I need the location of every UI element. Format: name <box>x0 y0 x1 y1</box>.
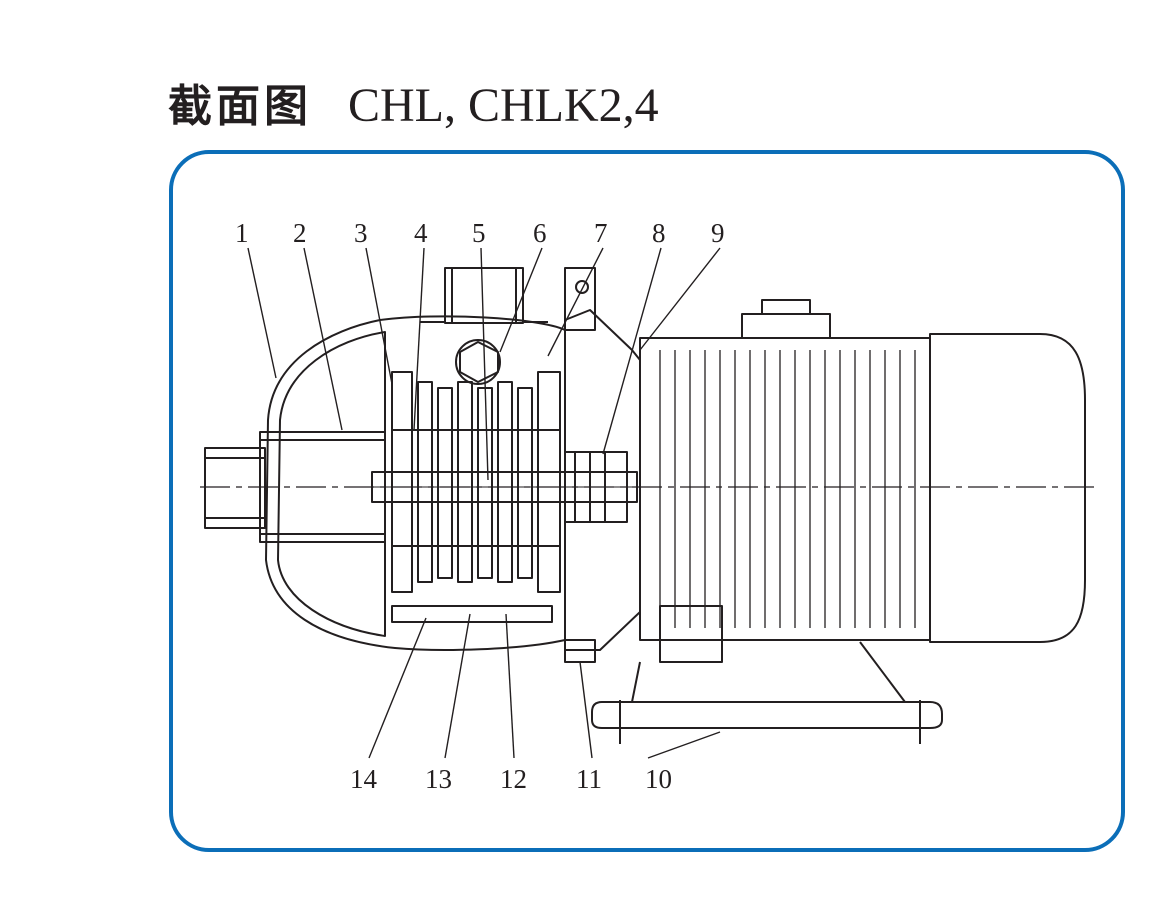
impeller-stack <box>391 371 561 593</box>
pump-foot <box>391 605 553 623</box>
callout-5: 5 <box>472 218 486 248</box>
callout-7: 7 <box>594 218 608 248</box>
leader-lines-bottom <box>368 613 721 759</box>
callout-12: 12 <box>500 764 527 794</box>
callout-9: 9 <box>711 218 725 248</box>
diagram-frame <box>169 150 1125 852</box>
callout-1: 1 <box>235 218 249 248</box>
motor-support <box>631 641 906 703</box>
callout-4: 4 <box>414 218 428 248</box>
outlet-nozzle <box>444 267 524 324</box>
callout-14: 14 <box>350 764 378 794</box>
callout-6: 6 <box>533 218 547 248</box>
bracket-bolt-top <box>564 267 596 331</box>
motor-body <box>639 337 931 641</box>
pump-casing-inner <box>277 331 386 637</box>
callout-10: 10 <box>645 764 672 794</box>
callout-11: 11 <box>576 764 602 794</box>
title-model: CHL, CHLK2,4 <box>348 79 659 132</box>
page-title: 截面图 CHL, CHLK2,4 <box>168 70 659 132</box>
callout-13: 13 <box>425 764 452 794</box>
leader-lines-top <box>247 247 721 481</box>
inlet-fitting <box>204 447 266 529</box>
motor-mount <box>659 605 723 663</box>
pump-casing <box>265 315 566 651</box>
base-plate <box>591 701 943 729</box>
drain-plug <box>459 341 499 383</box>
motor-terminal-box <box>741 313 831 338</box>
callout-3: 3 <box>354 218 368 248</box>
callout-8: 8 <box>652 218 666 248</box>
callout-2: 2 <box>293 218 307 248</box>
motor-cooling-fins <box>659 350 916 628</box>
fan-cover <box>929 333 1086 643</box>
title-chinese: 截面图 <box>168 81 312 132</box>
